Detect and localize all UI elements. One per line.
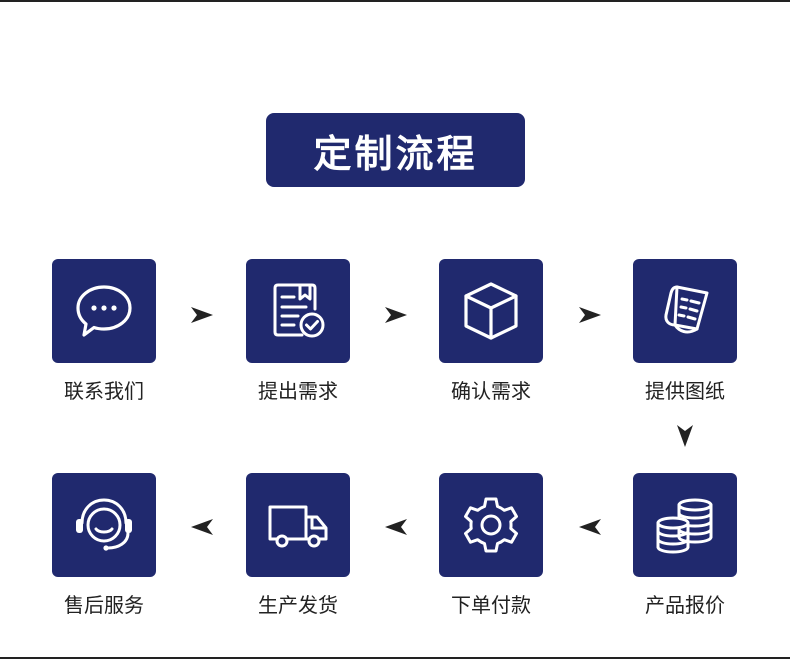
arrow-left-icon	[578, 517, 602, 537]
step-tile	[52, 259, 156, 363]
step-label: 提供图纸	[645, 379, 725, 403]
step-after-sales-service: 售后服务	[52, 473, 156, 617]
step-label: 下单付款	[451, 593, 531, 617]
arrow-left-icon	[190, 517, 214, 537]
step-tile	[633, 259, 737, 363]
cube-icon	[464, 282, 518, 340]
step-label: 产品报价	[645, 593, 725, 617]
drawing-paper-icon	[664, 285, 709, 334]
step-provide-drawings: 提供图纸	[633, 259, 737, 403]
arrow-right-icon	[190, 305, 214, 325]
step-contact-us: 联系我们	[52, 259, 156, 403]
step-tile	[439, 259, 543, 363]
step-production-shipping: 生产发货	[246, 473, 350, 617]
document-check-icon	[273, 283, 325, 338]
title-banner: 定制流程	[266, 113, 525, 187]
truck-icon	[268, 505, 328, 548]
coins-stack-icon	[656, 498, 713, 554]
step-tile	[439, 473, 543, 577]
arrow-right-icon	[578, 305, 602, 325]
bottom-border-line	[0, 657, 790, 659]
step-tile	[246, 259, 350, 363]
step-tile	[633, 473, 737, 577]
top-border-line	[0, 0, 790, 2]
step-label: 确认需求	[451, 379, 531, 403]
arrow-right-icon	[384, 305, 408, 325]
step-submit-requirements: 提出需求	[246, 259, 350, 403]
arrow-left-icon	[384, 517, 408, 537]
step-label: 生产发货	[258, 593, 338, 617]
step-label: 联系我们	[64, 379, 144, 403]
step-label: 提出需求	[258, 379, 338, 403]
page-title: 定制流程	[313, 131, 478, 176]
arrow-down-icon	[675, 424, 695, 448]
step-confirm-requirements: 确认需求	[439, 259, 543, 403]
headset-icon	[76, 498, 132, 551]
step-tile	[52, 473, 156, 577]
chat-bubble-icon	[76, 285, 132, 337]
gear-icon	[464, 497, 518, 553]
step-product-quote: 产品报价	[633, 473, 737, 617]
step-order-payment: 下单付款	[439, 473, 543, 617]
step-label: 售后服务	[64, 593, 144, 617]
step-tile	[246, 473, 350, 577]
